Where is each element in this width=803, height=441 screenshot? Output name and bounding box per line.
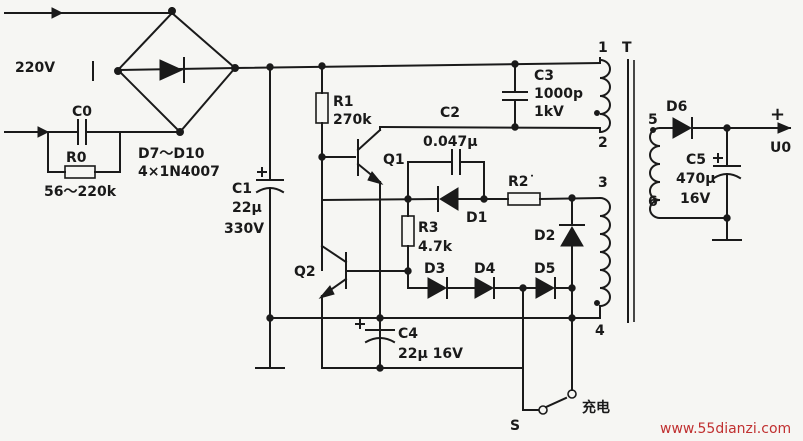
label-d2: D2 <box>534 228 555 244</box>
diode-d4 <box>474 277 537 299</box>
label-c2: C2 <box>440 105 460 121</box>
label-c1-value1: 22μ <box>232 200 262 216</box>
label-c3-value1: 1000p <box>534 86 583 102</box>
label-d3: D3 <box>424 261 445 277</box>
label-c4: C4 <box>398 326 418 342</box>
resistor-r0 <box>47 131 121 179</box>
d1-left-wire <box>320 197 438 202</box>
q1-collector-wire <box>378 125 602 130</box>
capacitor-c3 <box>502 63 528 128</box>
label-r0-value: 56～220k <box>44 184 117 200</box>
capacitor-c4 <box>355 319 396 344</box>
output-arrow <box>777 122 792 134</box>
label-c3: C3 <box>534 68 554 84</box>
label-c0: C0 <box>72 104 92 120</box>
label-pin2: 2 <box>598 135 608 151</box>
label-220v: 220V <box>15 60 55 76</box>
label-r1-value: 270k <box>333 112 372 128</box>
label-charge: 充电 <box>582 399 610 416</box>
label-d4: D4 <box>474 261 496 277</box>
label-c2-value: 0.047μ <box>423 134 478 150</box>
label-switch-s: S <box>510 418 520 434</box>
label-c5: C5 <box>686 152 706 168</box>
label-pin4: 4 <box>595 323 605 339</box>
capacitor-c2 <box>407 149 485 199</box>
label-d1: D1 <box>466 210 487 226</box>
resistor-r1 <box>315 65 329 271</box>
diode-d6 <box>672 117 791 139</box>
capacitor-c5 <box>712 127 742 241</box>
label-d6: D6 <box>666 99 687 115</box>
label-d7-d10: D7～D10 <box>138 146 205 162</box>
label-d5: D5 <box>534 261 555 277</box>
label-r3: R3 <box>418 220 439 236</box>
transistor-q1 <box>321 126 384 369</box>
label-c1-value2: 330V <box>224 221 264 237</box>
capacitor-c1 <box>255 66 285 369</box>
label-c1: C1 <box>232 181 252 197</box>
label-c4-value: 22μ 16V <box>398 346 463 362</box>
resistor-r2 <box>483 192 602 206</box>
main-rail <box>233 61 602 70</box>
label-q2: Q2 <box>294 264 316 280</box>
diode-d5 <box>535 277 573 299</box>
bridge-rectifier <box>92 7 239 136</box>
label-q1: Q1 <box>383 152 405 168</box>
label-r0: R0 <box>66 150 87 166</box>
transistor-q2 <box>318 244 409 369</box>
transformer-primary <box>594 57 611 319</box>
switch-s <box>522 287 577 415</box>
label-pin6: 6 <box>648 194 658 210</box>
diode-d2 <box>559 197 585 319</box>
diode-d3 <box>427 277 476 299</box>
diode-d1 <box>437 186 485 212</box>
label-transformer: T <box>622 40 632 56</box>
label-c5-value2: 16V <box>680 191 710 207</box>
label-d7-d10-value: 4×1N4007 <box>138 164 220 180</box>
capacitor-c0 <box>47 119 121 145</box>
resistor-r3 <box>401 198 415 289</box>
watermark: www.55dianzi.com <box>660 421 791 437</box>
label-pin3: 3 <box>598 175 608 191</box>
label-r1: R1 <box>333 94 354 110</box>
label-c3-value2: 1kV <box>534 104 564 120</box>
label-plus: + <box>770 104 785 125</box>
label-r2: R2˙ <box>508 174 536 190</box>
label-c5-value1: 470μ <box>676 171 716 187</box>
label-pin5: 5 <box>648 112 658 128</box>
ac-input-top <box>4 7 173 19</box>
label-u0: U0 <box>770 140 791 156</box>
label-r3-value: 4.7k <box>418 239 453 255</box>
transformer-secondary <box>649 126 728 220</box>
label-pin1: 1 <box>598 40 608 56</box>
